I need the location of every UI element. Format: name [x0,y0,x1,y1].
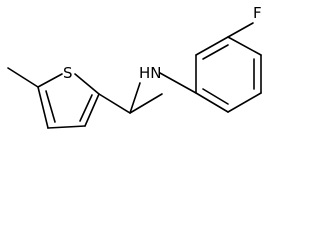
bond-c3-c4 [47,125,86,129]
bond-ring-2-double [202,44,229,60]
bond-c2-c3 [84,93,100,127]
bond-c4-c5 [37,86,49,129]
bond-c4-c5-double [45,90,56,123]
bond-ring-6 [195,92,229,113]
bond-nh-ring [159,72,197,94]
fluorine-label: F [253,4,262,22]
bond-ring-3 [227,36,262,56]
bond-ch-nh [129,82,141,114]
bond-ch-methyl [129,93,163,114]
bond-ring-5 [227,92,262,113]
sulfur-label: S [63,64,73,82]
bond-ring-6-double [202,88,229,105]
molecule-structure: S HN F [7,4,262,129]
bond-c2-ch [98,93,131,114]
amine-label: HN [139,64,162,82]
bond-c3-c2-double [79,94,93,122]
bond-c-f [227,22,254,38]
bond-c5-s [37,73,63,88]
bond-s-c2 [74,73,100,95]
bond-ring-2 [195,36,229,56]
bond-methyl-c5 [7,67,39,88]
